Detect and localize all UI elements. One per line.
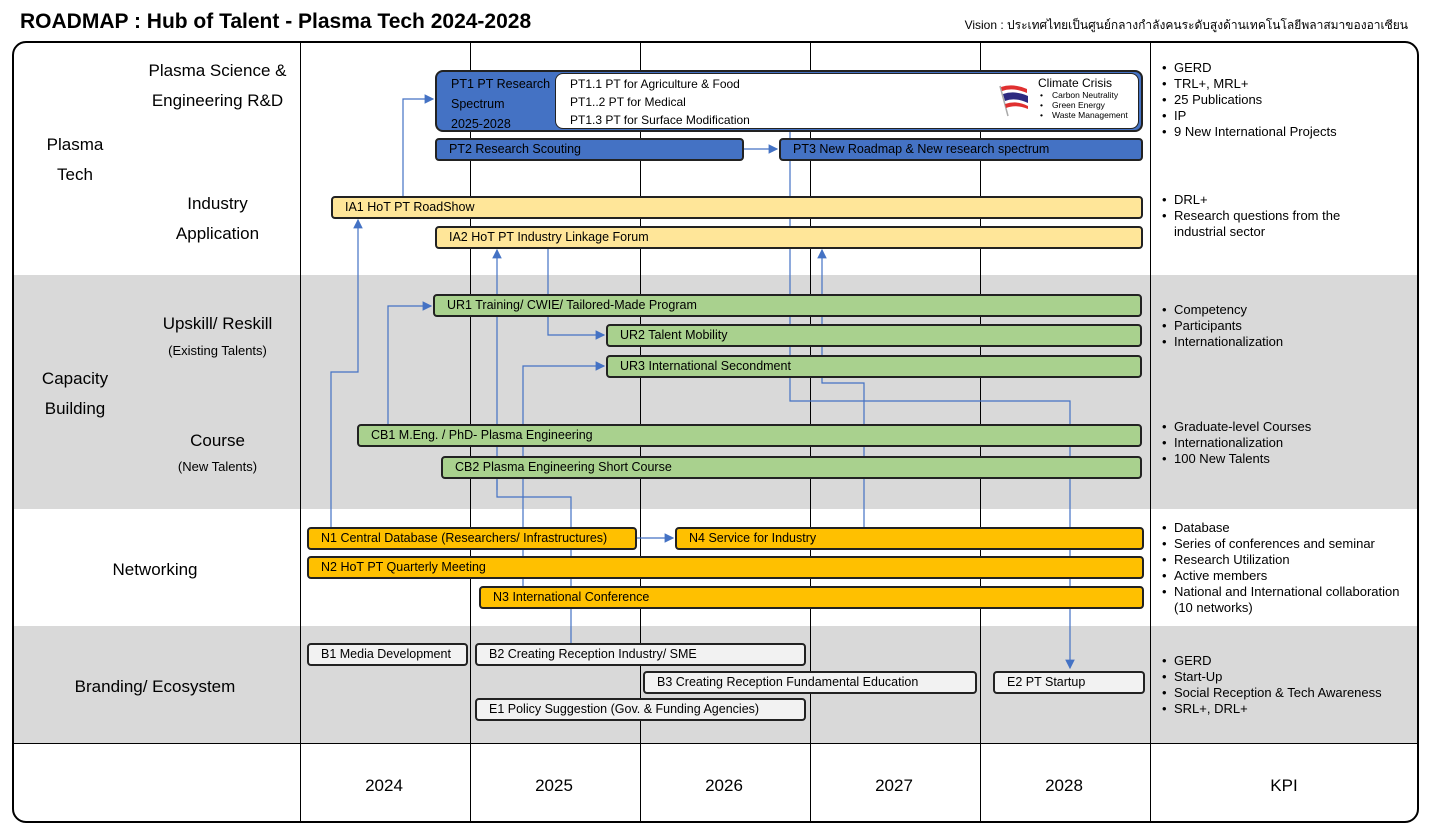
climate-item: Carbon Neutrality bbox=[1038, 90, 1128, 100]
kpi-item: Research questions from the industrial s… bbox=[1160, 208, 1360, 240]
e1-bar[interactable]: E1 Policy Suggestion (Gov. & Funding Age… bbox=[475, 698, 806, 721]
kpi-header: KPI bbox=[1270, 776, 1298, 795]
climate-item: Green Energy bbox=[1038, 100, 1128, 110]
kpi-item: Participants bbox=[1160, 318, 1415, 334]
row-plasma-tech: Plasma Tech bbox=[46, 135, 104, 184]
kpi-item: National and International collaboration… bbox=[1160, 584, 1410, 616]
kpi-item: GERD bbox=[1160, 60, 1415, 76]
row-industry: Industry Application bbox=[175, 194, 260, 243]
row-psre: Plasma Science & Engineering R&D bbox=[148, 61, 287, 110]
cb1-bar[interactable]: CB1 M.Eng. / PhD- Plasma Engineering bbox=[357, 424, 1142, 447]
b3-bar[interactable]: B3 Creating Reception Fundamental Educat… bbox=[643, 671, 977, 694]
pt1-title2: Spectrum bbox=[451, 97, 505, 111]
pt1-items-box: PT1.1 PT for Agriculture & Food PT1..2 P… bbox=[555, 73, 1139, 129]
row-upskill: Upskill/ Reskill bbox=[162, 314, 273, 333]
kpi-item: Internationalization bbox=[1160, 334, 1415, 350]
climate-item: Waste Management bbox=[1038, 110, 1128, 120]
pt3-bar[interactable]: PT3 New Roadmap & New research spectrum bbox=[779, 138, 1143, 161]
kpi-item: 25 Publications bbox=[1160, 92, 1415, 108]
pt1-item: PT1.3 PT for Surface Modification bbox=[570, 113, 750, 127]
kpi-item: Graduate-level Courses bbox=[1160, 419, 1415, 435]
grid-line bbox=[300, 43, 301, 821]
kpi-psre: GERDTRL+, MRL+25 PublicationsIP9 New Int… bbox=[1160, 60, 1415, 140]
year-2024: 2024 bbox=[365, 776, 403, 795]
ia2-bar[interactable]: IA2 HoT PT Industry Linkage Forum bbox=[435, 226, 1143, 249]
kpi-upskill: CompetencyParticipantsInternationalizati… bbox=[1160, 302, 1415, 350]
ur1-bar[interactable]: UR1 Training/ CWIE/ Tailored-Made Progra… bbox=[433, 294, 1142, 317]
year-2027: 2027 bbox=[875, 776, 913, 795]
ur2-bar[interactable]: UR2 Talent Mobility bbox=[606, 324, 1142, 347]
kpi-item: SRL+, DRL+ bbox=[1160, 701, 1415, 717]
kpi-item: Research Utilization bbox=[1160, 552, 1410, 568]
kpi-item: DRL+ bbox=[1160, 192, 1360, 208]
kpi-branding: GERDStart-UpSocial Reception & Tech Awar… bbox=[1160, 653, 1415, 717]
row-capacity: Capacity Building bbox=[41, 369, 109, 418]
kpi-item: 9 New International Projects bbox=[1160, 124, 1415, 140]
year-2025: 2025 bbox=[535, 776, 573, 795]
pt1-years: 2025-2028 bbox=[451, 117, 511, 131]
kpi-item: 100 New Talents bbox=[1160, 451, 1415, 467]
kpi-item: TRL+, MRL+ bbox=[1160, 76, 1415, 92]
kpi-item: Social Reception & Tech Awareness bbox=[1160, 685, 1415, 701]
n3-bar[interactable]: N3 International Conference bbox=[479, 586, 1144, 609]
n4-bar[interactable]: N4 Service for Industry bbox=[675, 527, 1144, 550]
page-title: ROADMAP : Hub of Talent - Plasma Tech 20… bbox=[20, 10, 532, 33]
ur3-bar[interactable]: UR3 International Secondment bbox=[606, 355, 1142, 378]
row-course-sub: (New Talents) bbox=[177, 459, 258, 474]
kpi-item: Start-Up bbox=[1160, 669, 1415, 685]
kpi-item: Series of conferences and seminar bbox=[1160, 536, 1410, 552]
pt1-item: PT1..2 PT for Medical bbox=[570, 95, 686, 109]
ia1-bar[interactable]: IA1 HoT PT RoadShow bbox=[331, 196, 1143, 219]
climate-title: Climate Crisis bbox=[1038, 76, 1113, 90]
kpi-course: Graduate-level CoursesInternationalizati… bbox=[1160, 419, 1415, 467]
cb2-bar[interactable]: CB2 Plasma Engineering Short Course bbox=[441, 456, 1142, 479]
thai-flag-icon bbox=[999, 85, 1028, 117]
n2-bar[interactable]: N2 HoT PT Quarterly Meeting bbox=[307, 556, 1144, 579]
b1-bar[interactable]: B1 Media Development bbox=[307, 643, 468, 666]
kpi-industry: DRL+Research questions from the industri… bbox=[1160, 192, 1360, 240]
row-course: Course bbox=[190, 431, 245, 450]
climate-crisis: Climate Crisis Carbon Neutrality Green E… bbox=[1038, 76, 1128, 120]
row-branding: Branding/ Ecosystem bbox=[74, 677, 236, 696]
kpi-item: Active members bbox=[1160, 568, 1410, 584]
e2-bar[interactable]: E2 PT Startup bbox=[993, 671, 1145, 694]
pt1-title: PT1 PT Research bbox=[451, 77, 551, 91]
kpi-item: GERD bbox=[1160, 653, 1415, 669]
n1-bar[interactable]: N1 Central Database (Researchers/ Infras… bbox=[307, 527, 637, 550]
row-upskill-sub: (Existing Talents) bbox=[168, 343, 267, 358]
row-networking: Networking bbox=[112, 560, 198, 579]
pt1-item: PT1.1 PT for Agriculture & Food bbox=[570, 77, 740, 91]
pt2-bar[interactable]: PT2 Research Scouting bbox=[435, 138, 744, 161]
pt1-research-spectrum[interactable]: PT1 PT Research Spectrum 2025-2028 PT1.1… bbox=[435, 70, 1143, 132]
kpi-item: Internationalization bbox=[1160, 435, 1415, 451]
kpi-item: Database bbox=[1160, 520, 1410, 536]
grid-line bbox=[1150, 43, 1151, 821]
b2-bar[interactable]: B2 Creating Reception Industry/ SME bbox=[475, 643, 806, 666]
kpi-networking: DatabaseSeries of conferences and semina… bbox=[1160, 520, 1410, 616]
year-2026: 2026 bbox=[705, 776, 743, 795]
vision-statement: Vision : ประเทศไทยเป็นศูนย์กลางกำลังคนระ… bbox=[964, 18, 1408, 32]
kpi-item: IP bbox=[1160, 108, 1415, 124]
kpi-item: Competency bbox=[1160, 302, 1415, 318]
footer-divider bbox=[14, 743, 1417, 744]
year-2028: 2028 bbox=[1045, 776, 1083, 795]
